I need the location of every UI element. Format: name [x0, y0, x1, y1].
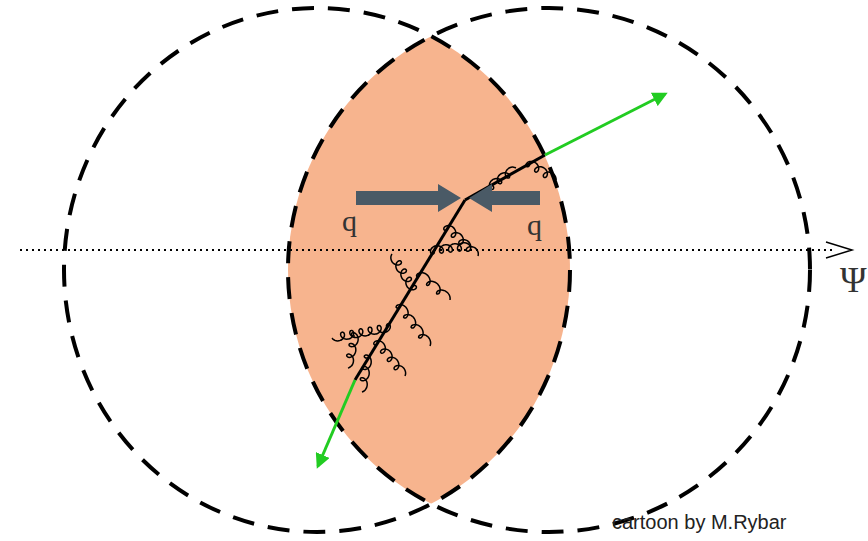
- quark-arrow: [469, 184, 540, 212]
- reaction-plane-axis: [20, 249, 836, 251]
- axis-arrowhead: [826, 242, 852, 258]
- quark-label: q: [527, 210, 542, 240]
- quark-label: q: [342, 206, 357, 236]
- gluon: [417, 273, 451, 300]
- nucleus-outline: [64, 8, 570, 532]
- gluon: [396, 305, 431, 346]
- jet-arrow: [545, 94, 665, 155]
- quark-arrow: [356, 184, 461, 212]
- axis-label: Ψ: [840, 262, 867, 298]
- gluon: [347, 333, 358, 368]
- gluon: [374, 341, 406, 376]
- gluon-radiation: [332, 161, 556, 392]
- jet-line: [355, 200, 465, 380]
- overlap-region: [288, 8, 810, 532]
- jet-arrow: [318, 380, 355, 466]
- nucleus-outline: [288, 8, 810, 532]
- caption: cartoon by M.Rybar: [612, 512, 787, 532]
